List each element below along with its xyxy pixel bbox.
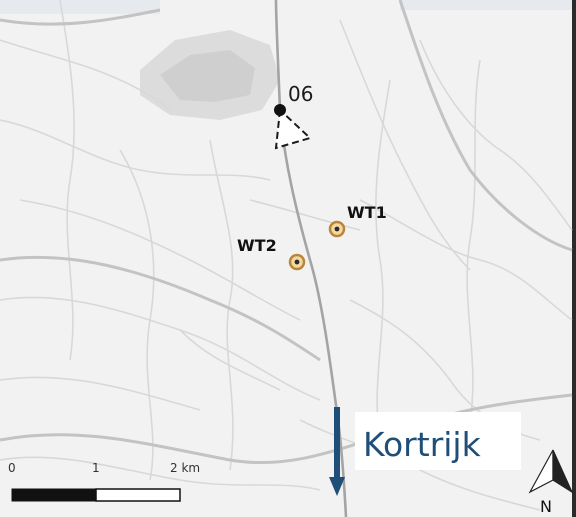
turbine-wt1[interactable] xyxy=(328,220,346,238)
north-arrow-icon xyxy=(528,449,574,494)
route-line xyxy=(274,0,348,517)
top-right-band xyxy=(400,0,576,10)
turbine-wt1-label: WT1 xyxy=(347,203,387,222)
major-roads xyxy=(0,0,573,465)
direction-arrow xyxy=(329,407,345,496)
measurement-sector xyxy=(274,107,312,150)
scale-tick-2: 2 km xyxy=(170,461,200,475)
station-label: 06 xyxy=(288,82,313,106)
scale-bar: 0 1 2 km xyxy=(8,461,200,502)
right-frame-edge xyxy=(572,0,576,517)
direction-label-box xyxy=(355,412,521,470)
scale-tick-1: 1 xyxy=(92,461,100,475)
turbine-wt2-label: WT2 xyxy=(237,236,277,255)
scale-tick-0: 0 xyxy=(8,461,16,475)
urban-area xyxy=(140,30,280,120)
north-label: N xyxy=(540,497,552,516)
turbine-wt2[interactable] xyxy=(288,253,306,271)
station-point[interactable] xyxy=(274,104,286,116)
direction-label: Kortrijk xyxy=(363,425,482,464)
top-left-band xyxy=(0,0,160,14)
